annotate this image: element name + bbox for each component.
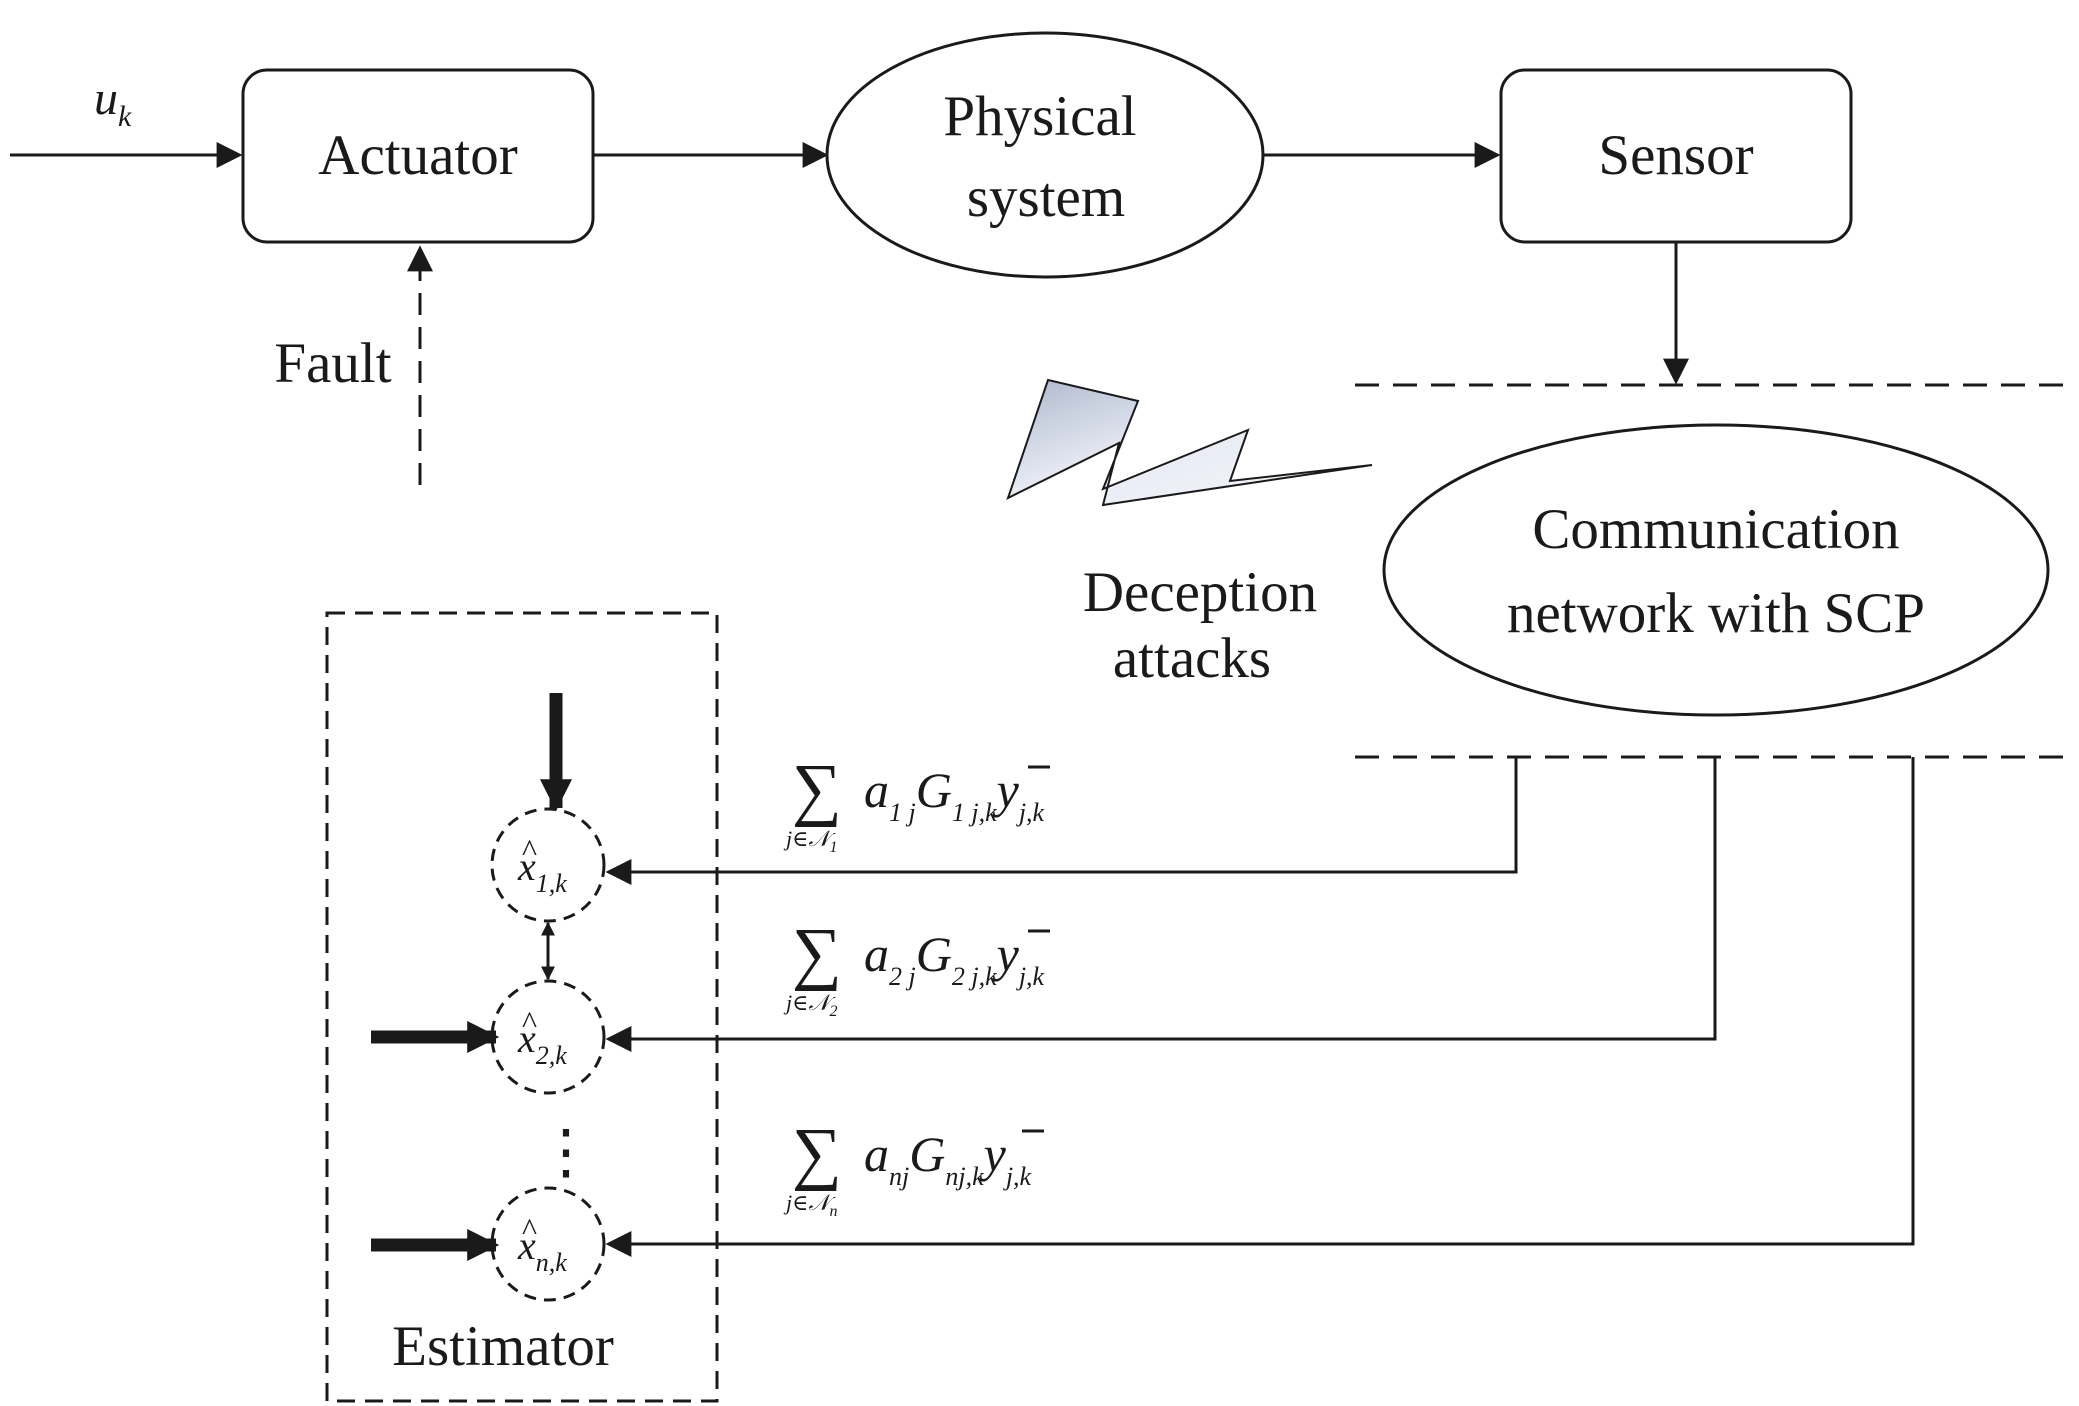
node2-label: x2,k [517,1016,567,1070]
lightning-bolt-icon [1006,378,1373,507]
fault-label: Fault [274,332,391,395]
estimator-boundary [325,611,719,1403]
physical-system-label-line1: Physical [943,85,1136,148]
physical-system-label-line2: system [967,166,1125,229]
sensor-label: Sensor [1598,124,1753,187]
input-label: uk [94,72,132,133]
estimator-node-1 [490,807,606,923]
svg-text:a2 jG2 j,kyj,k: a2 jG2 j,kyj,k [864,926,1045,991]
estimator-node-2 [490,979,606,1095]
physical-system-block [825,31,1265,279]
communication-network-block [1382,423,2050,717]
svg-text:a1 jG1 j,kyj,k: a1 jG1 j,kyj,k [864,762,1045,827]
svg-text:∑: ∑ [792,1115,842,1192]
svg-text:∑: ∑ [792,751,842,828]
estimator-node-n [490,1186,606,1302]
svg-text:j∈𝒩1: j∈𝒩1 [783,826,837,856]
noden-label: xn,k [517,1223,567,1277]
estimator-label: Estimator [392,1315,614,1378]
network-label-line2: network with SCP [1507,582,1925,645]
node2-hat: ^ [522,1004,537,1040]
svg-text:j∈𝒩n: j∈𝒩n [783,1190,837,1220]
network-label-line1: Communication [1532,498,1899,561]
svg-text:∑: ∑ [792,915,842,992]
sum-formula-2: ∑ j∈𝒩2 a2 jG2 j,kyj,k [783,915,1050,1020]
noden-hat: ^ [522,1211,537,1247]
network-to-noden-line [605,757,1915,1257]
svg-text:j∈𝒩2: j∈𝒩2 [783,990,837,1020]
deception-attacks-label-line1: Deception [1083,561,1317,624]
node-ellipsis: ⋮ [536,1119,596,1185]
sum-formula-n: ∑ j∈𝒩n anjGnj,kyj,k [783,1115,1044,1220]
deception-attacks-label-line2: attacks [1113,627,1271,690]
svg-text:anjGnj,kyj,k: anjGnj,kyj,k [864,1126,1032,1191]
node1-hat: ^ [522,832,537,868]
network-to-node1-line [605,757,1518,885]
sum-formula-1: ∑ j∈𝒩1 a1 jG1 j,kyj,k [783,751,1050,856]
network-to-node2-line [605,757,1717,1052]
node1-label: x1,k [517,844,567,898]
actuator-label: Actuator [318,124,517,187]
